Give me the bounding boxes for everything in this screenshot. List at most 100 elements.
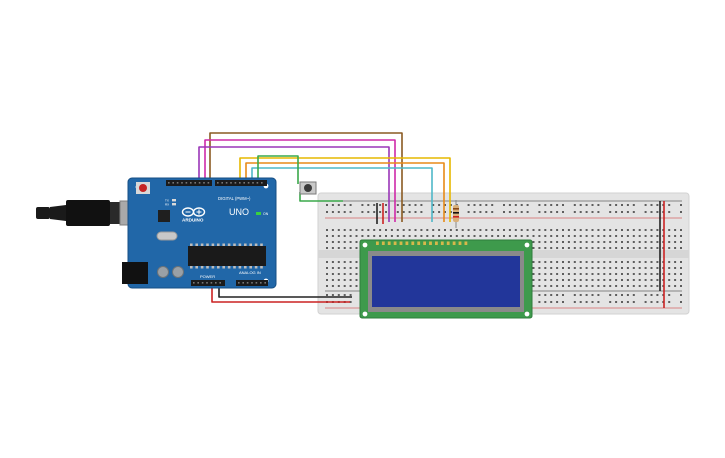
rail-hole — [538, 301, 541, 303]
rail-hole — [626, 211, 629, 213]
breadboard-hole — [514, 229, 517, 231]
header-pin — [230, 182, 232, 184]
breadboard-hole — [680, 279, 682, 281]
rail-hole — [621, 204, 623, 206]
breadboard-hole — [343, 235, 346, 237]
breadboard-hole — [402, 229, 405, 231]
breadboard-hole — [355, 247, 358, 249]
digital-header-right[interactable] — [215, 180, 267, 186]
breadboard-hole — [414, 229, 417, 231]
breadboard-hole — [349, 267, 352, 269]
breadboard-hole — [656, 229, 659, 231]
chip-pin — [195, 243, 198, 246]
rail-hole — [609, 211, 612, 213]
breadboard-hole — [331, 267, 334, 269]
breadboard-hole — [556, 247, 559, 249]
lcd-pin — [381, 241, 385, 245]
lcd-mount-hole — [524, 242, 530, 248]
breadboard-hole — [538, 279, 541, 281]
breadboard-hole — [650, 279, 653, 281]
breadboard-hole — [615, 229, 618, 231]
digital-header-left[interactable] — [166, 180, 212, 186]
chip-pin — [238, 243, 242, 246]
lcd-pin — [417, 241, 421, 245]
wire-magenta[interactable] — [204, 139, 396, 222]
breadboard-hole — [573, 235, 576, 237]
breadboard-hole — [467, 229, 470, 231]
breadboard-hole — [609, 285, 612, 287]
rail-hole — [562, 294, 564, 296]
wire-green-button-out[interactable] — [299, 192, 343, 202]
rail-hole — [650, 211, 653, 213]
rail-hole — [644, 211, 647, 213]
breadboard-hole — [455, 229, 458, 231]
reset-button[interactable] — [139, 184, 147, 192]
power-jack[interactable] — [122, 262, 148, 284]
wire-yellow[interactable] — [239, 157, 451, 222]
breadboard-hole — [567, 241, 570, 243]
rail-hole — [615, 204, 618, 206]
lcd-16x2[interactable] — [359, 239, 533, 319]
chip-pin — [260, 243, 263, 246]
wire-red-5v[interactable] — [211, 288, 350, 303]
breadboard-hole — [573, 279, 576, 281]
breadboard-hole — [408, 235, 411, 237]
breadboard-hole — [573, 247, 576, 249]
breadboard-hole — [644, 279, 647, 281]
rail-hole — [621, 301, 623, 303]
rail-hole — [326, 211, 328, 213]
breadboard-hole — [349, 247, 352, 249]
capacitor — [172, 266, 184, 278]
breadboard-hole — [650, 235, 653, 237]
resistor[interactable] — [453, 200, 459, 228]
wire-green-button[interactable] — [257, 155, 299, 184]
breadboard-hole — [331, 273, 334, 275]
breadboard-hole — [603, 247, 606, 249]
rail-hole — [680, 294, 682, 296]
header-pin — [247, 182, 250, 184]
arduino-logo-icon — [181, 207, 206, 217]
wire-purple[interactable] — [198, 146, 390, 222]
header-pin — [207, 182, 210, 184]
header-pin — [190, 182, 192, 184]
breadboard-hole — [337, 261, 340, 263]
wire-brown[interactable] — [209, 132, 403, 222]
wires — [198, 132, 665, 308]
header-pin — [238, 282, 240, 284]
usb-connector[interactable] — [36, 200, 153, 226]
header-pin — [197, 282, 199, 284]
usb-plug-neck — [110, 202, 120, 224]
breadboard-hole — [632, 273, 635, 275]
pushbutton[interactable] — [299, 181, 317, 195]
breadboard-hole — [544, 229, 547, 231]
breadboard-hole — [680, 273, 682, 275]
rail-hole — [385, 211, 387, 213]
chip-pin — [227, 243, 231, 246]
breadboard-hole — [597, 267, 600, 269]
breadboard-hole — [680, 261, 682, 263]
chip-pin — [233, 266, 236, 269]
header-pin — [172, 182, 174, 184]
rail-hole — [349, 294, 352, 296]
rail-hole — [668, 301, 671, 303]
lcd-pin — [440, 241, 444, 245]
rail-hole — [467, 211, 470, 213]
wire-orange[interactable] — [245, 162, 445, 222]
breadboard-hole — [656, 273, 659, 275]
header-pin — [181, 182, 183, 184]
breadboard-hole — [562, 273, 564, 275]
breadboard-hole — [644, 273, 647, 275]
breadboard-hole — [455, 235, 458, 237]
rail-hole — [597, 211, 600, 213]
breadboard-hole — [337, 279, 340, 281]
arduino-uno[interactable]: DIGITAL (PWM~) ARDUINO UNO ON TX RX — [122, 177, 277, 289]
breadboard-hole — [337, 235, 340, 237]
wire-black-gnd[interactable] — [218, 288, 352, 298]
wire-cyan[interactable] — [251, 167, 433, 222]
breadboard-hole — [326, 235, 328, 237]
breadboard-hole — [644, 247, 647, 249]
power-header[interactable] — [191, 280, 225, 286]
breadboard-hole — [621, 229, 623, 231]
breadboard-hole — [632, 247, 635, 249]
breadboard-hole — [591, 229, 594, 231]
